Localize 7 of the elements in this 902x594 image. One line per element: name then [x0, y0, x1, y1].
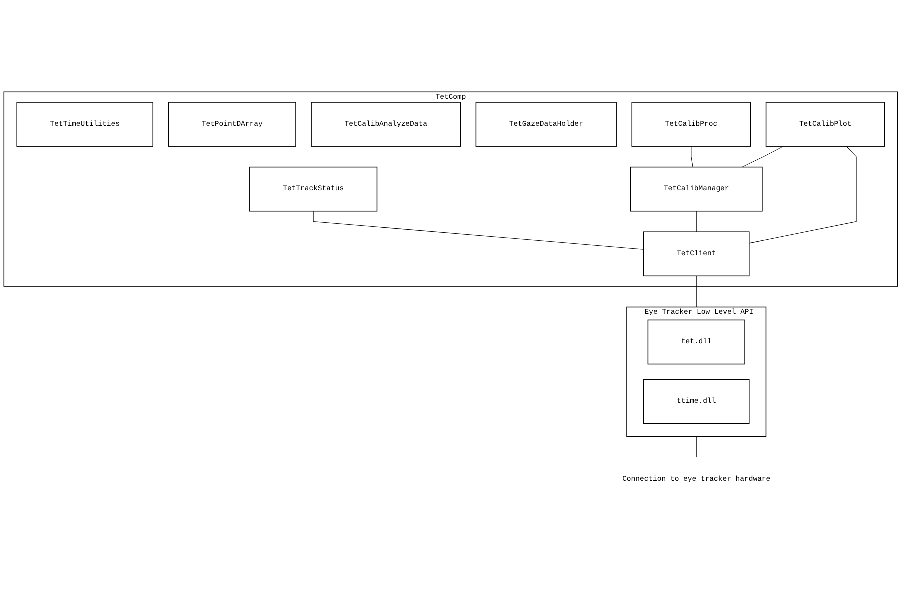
connector [691, 146, 694, 168]
connector [742, 146, 784, 168]
connector [696, 211, 697, 232]
connector [696, 436, 697, 458]
connector [696, 276, 697, 308]
connector [749, 146, 857, 244]
connector [313, 211, 644, 250]
